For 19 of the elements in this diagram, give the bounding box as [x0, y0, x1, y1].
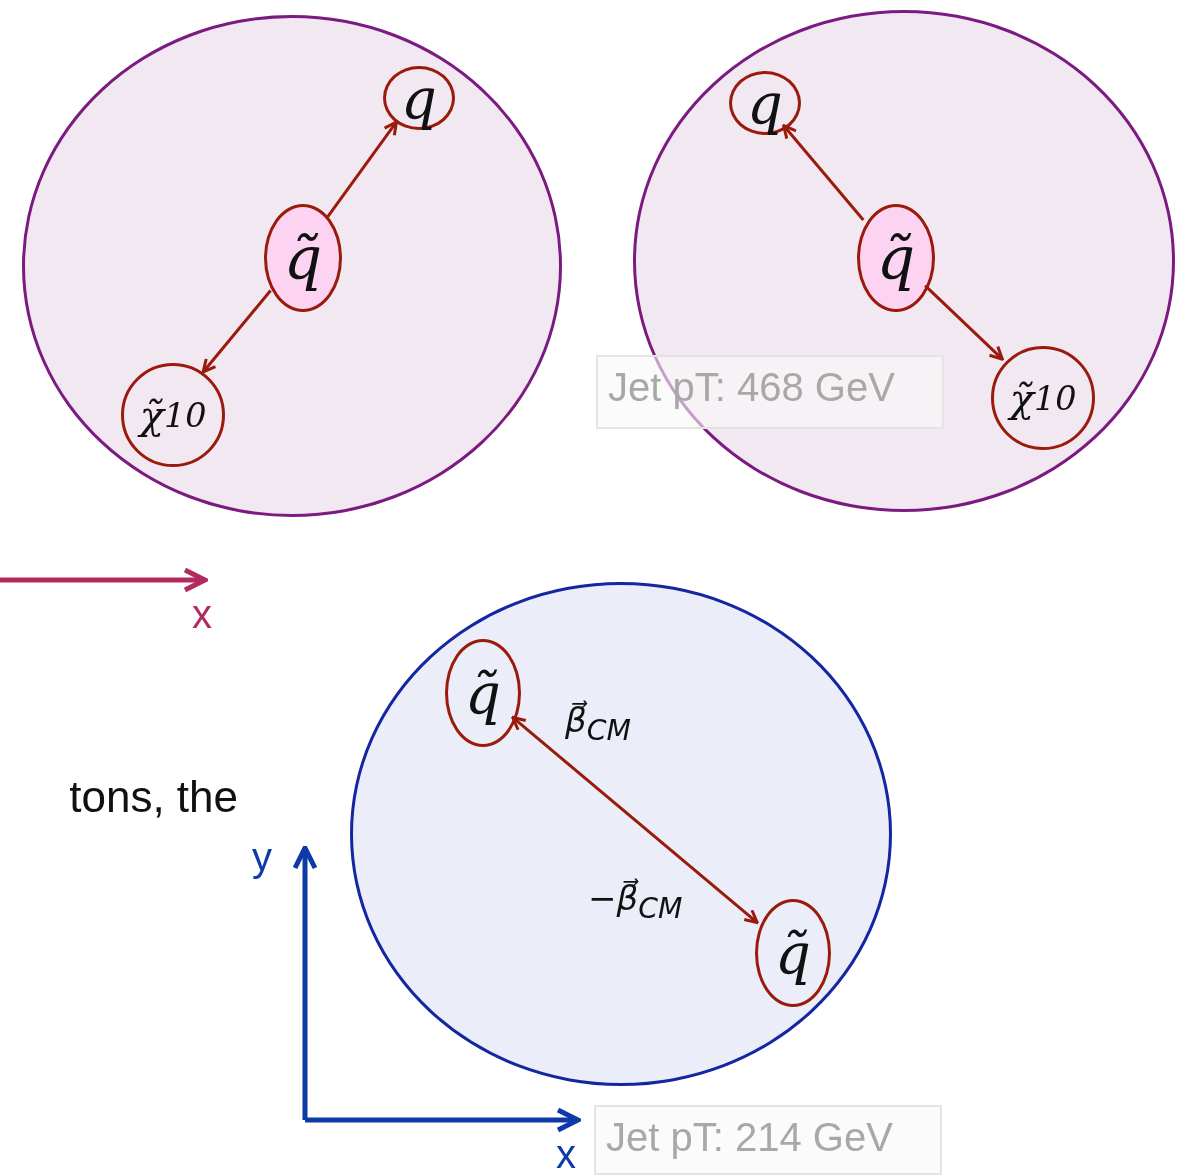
particle-ellipse: q̃: [755, 899, 831, 1007]
vector-label: β⃗$_{CM}$: [565, 700, 631, 747]
arrow: [782, 124, 865, 221]
particle-ellipse: q̃: [264, 204, 342, 312]
axis-label: x: [192, 592, 212, 637]
axis-label: x: [556, 1132, 576, 1176]
jet-pt-label: Jet pT: 214 GeV: [594, 1105, 942, 1175]
particle-ellipse: q: [729, 71, 801, 135]
vector-label: −β⃗$_{CM}$: [588, 878, 683, 925]
arrow: [924, 284, 1004, 361]
particle-ellipse: q̃: [857, 204, 935, 312]
jet-pt-label: Jet pT: 468 GeV: [596, 355, 944, 429]
particle-ellipse: q: [383, 66, 455, 130]
axis-label: y: [252, 835, 272, 880]
arrow: [326, 120, 398, 218]
arrow: [201, 289, 272, 374]
text-fragment: tons, the: [68, 772, 238, 822]
particle-ellipse: q̃: [445, 639, 521, 747]
double-arrow: [511, 715, 759, 925]
